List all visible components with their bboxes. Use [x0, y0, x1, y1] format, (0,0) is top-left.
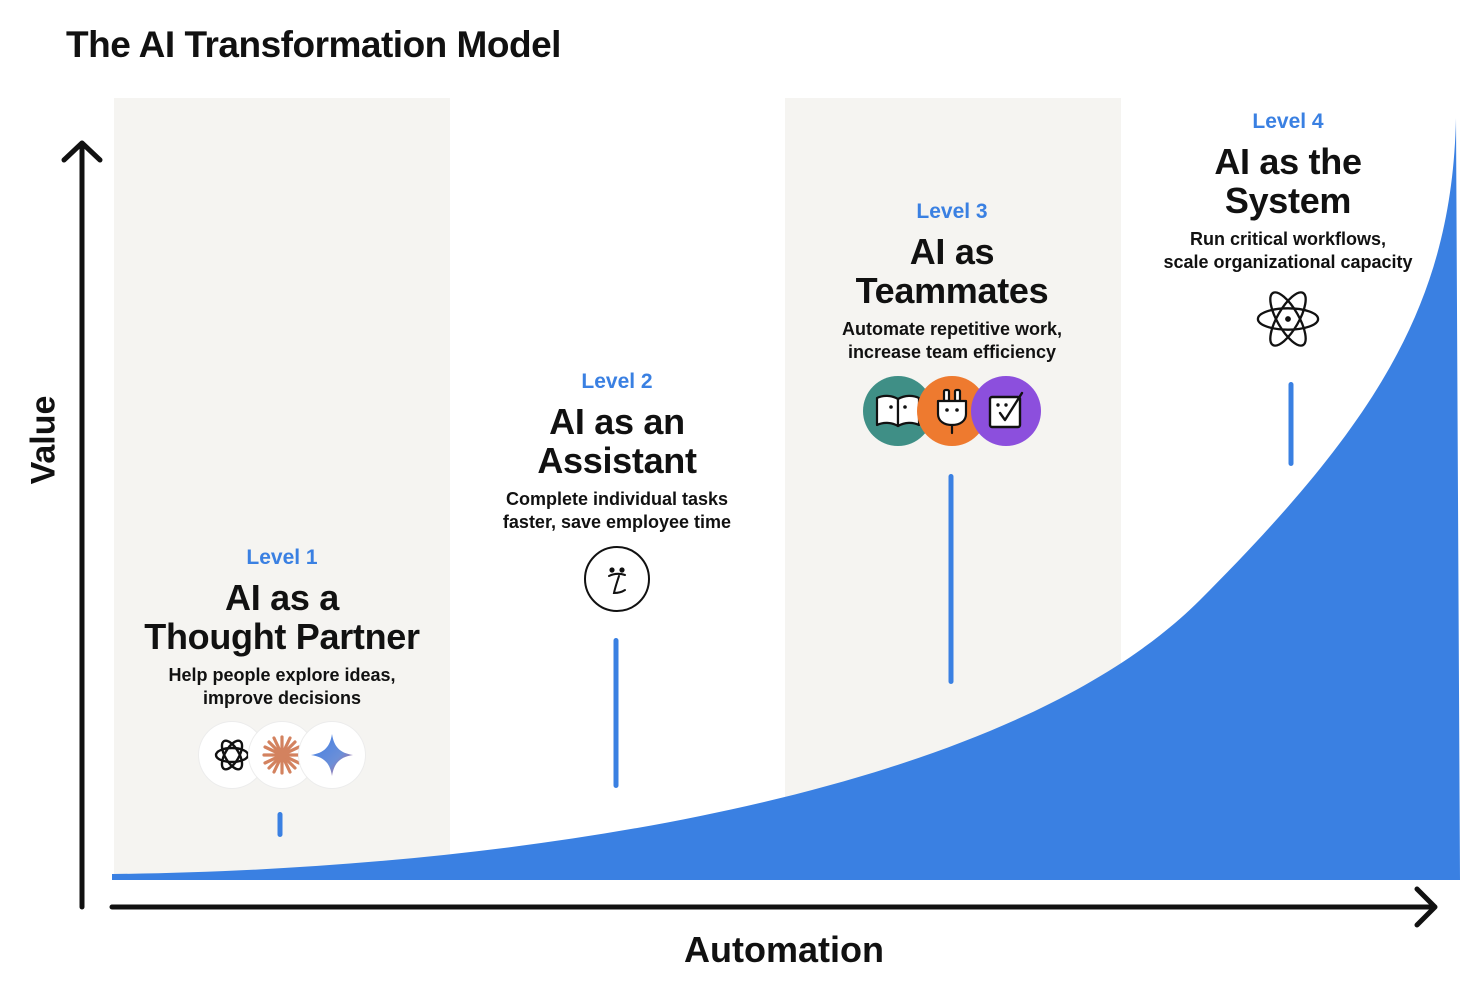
level-4-stem — [1288, 382, 1294, 466]
atom-icon — [1255, 286, 1321, 352]
level-4-title: AI as the System — [1118, 142, 1458, 220]
checkbox-face-icon — [971, 376, 1041, 446]
level-1-label: Level 1 — [246, 546, 318, 569]
level-3-title: AI as Teammates — [782, 232, 1122, 310]
level-4-icons — [1118, 286, 1458, 352]
level-3-label: Level 3 — [916, 200, 988, 223]
level-4-desc-line-2: scale organizational capacity — [1163, 252, 1413, 272]
level-2-desc-line-2: faster, save employee time — [502, 512, 732, 532]
level-2-title: AI as an Assistant — [447, 402, 787, 480]
level-3-desc-line-2: increase team efficiency — [847, 342, 1057, 362]
y-axis-arrow — [61, 140, 103, 910]
level-4-block: Level 4 AI as the System Run critical wo… — [1118, 110, 1458, 352]
level-3-stem — [948, 474, 954, 684]
level-4-desc-line-1: Run critical workflows, — [1189, 229, 1387, 249]
level-1-desc-line-2: improve decisions — [202, 688, 362, 708]
level-2-label: Level 2 — [581, 370, 653, 393]
level-4-title-line-2: System — [1224, 180, 1352, 221]
page-title: The AI Transformation Model — [66, 24, 561, 65]
level-1-title: AI as a Thought Partner — [112, 578, 452, 656]
level-3-title-line-2: Teammates — [855, 270, 1049, 311]
level-4-description: Run critical workflows, scale organizati… — [1118, 228, 1458, 274]
level-2-stem — [613, 638, 619, 788]
level-2-desc-line-1: Complete individual tasks — [505, 489, 729, 509]
level-4-label: Level 4 — [1252, 110, 1324, 133]
level-1-stem — [277, 812, 283, 837]
level-3-title-line-1: AI as — [909, 231, 995, 272]
level-2-title-line-2: Assistant — [537, 440, 697, 481]
level-3-description: Automate repetitive work, increase team … — [782, 318, 1122, 364]
level-3-icons — [782, 376, 1122, 446]
level-4-title-line-1: AI as the — [1214, 141, 1362, 182]
y-axis-label: Value — [24, 395, 63, 485]
level-1-block: Level 1 AI as a Thought Partner Help peo… — [112, 546, 452, 788]
level-3-desc-line-1: Automate repetitive work, — [841, 319, 1063, 339]
level-1-icons — [112, 722, 452, 788]
growth-curve-area — [112, 118, 1460, 880]
level-2-block: Level 2 AI as an Assistant Complete indi… — [447, 370, 787, 612]
level-2-description: Complete individual tasks faster, save e… — [447, 488, 787, 534]
level-2-icons — [447, 546, 787, 612]
level-1-title-line-2: Thought Partner — [144, 616, 420, 657]
level-3-block: Level 3 AI as Teammates Automate repetit… — [782, 200, 1122, 446]
x-axis-label: Automation — [684, 929, 884, 970]
assistant-face-icon — [584, 546, 650, 612]
sparkle-star-icon — [299, 722, 365, 788]
level-1-title-line-1: AI as a — [225, 577, 339, 618]
level-2-title-line-1: AI as an — [549, 401, 685, 442]
level-1-description: Help people explore ideas, improve decis… — [112, 664, 452, 710]
level-1-desc-line-1: Help people explore ideas, — [168, 665, 396, 685]
x-axis-arrow — [109, 886, 1438, 928]
